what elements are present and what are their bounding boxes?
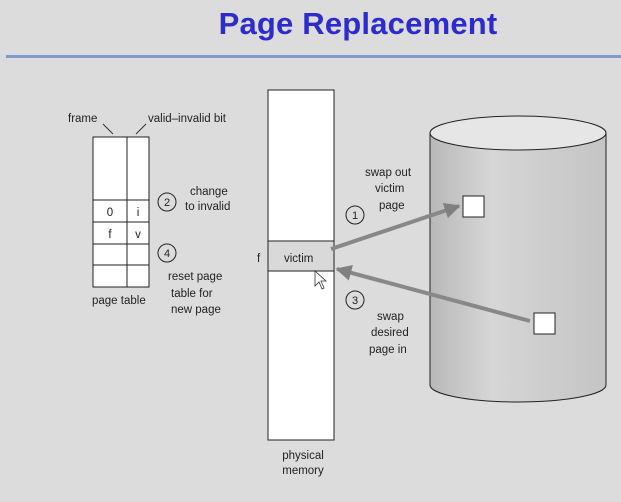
step-4-line1: reset page (168, 271, 222, 283)
step-1-line2: victim (375, 183, 404, 195)
step-3-line3: page in (369, 344, 407, 356)
step-4-line3: new page (171, 304, 221, 316)
entry-frame-1: f (108, 229, 112, 241)
step-2-line1: change (190, 186, 228, 198)
swap-out-arrow (330, 203, 461, 251)
desired-page (533, 312, 556, 335)
step-2-line2: to invalid (185, 201, 230, 213)
slide-title: Page Replacement (218, 6, 498, 41)
step-3-line2: desired (371, 327, 409, 339)
physical-memory-caption-2: memory (282, 465, 324, 477)
step-4-number: 4 (164, 248, 170, 260)
step-1-line1: swap out (365, 167, 412, 179)
physical-memory-caption-1: physical (282, 450, 324, 462)
victim-label: victim (284, 253, 313, 265)
page-table: frame valid–invalid bit 0 i f v page tab… (68, 113, 227, 307)
mouse-cursor-icon (314, 270, 328, 290)
page-table-caption: page table (92, 295, 146, 307)
step-2-number: 2 (164, 197, 170, 209)
physical-memory: victim f physical memory (257, 89, 335, 477)
step-3-number: 3 (352, 295, 358, 307)
swapped-out-page (462, 195, 485, 218)
swap-in-arrow (335, 265, 531, 323)
step-3-line1: swap (377, 311, 404, 323)
frame-label: frame (68, 113, 97, 125)
entry-frame-0: 0 (107, 207, 113, 219)
step-4-line2: table for (171, 288, 213, 300)
victim-frame (267, 240, 335, 272)
valid-invalid-bit-label: valid–invalid bit (148, 113, 227, 125)
step-3: 3 swap desired page in (345, 290, 409, 356)
step-1: 1 swap out victim page (345, 167, 412, 225)
step-2: 2 change to invalid (157, 186, 230, 213)
frame-marker: f (257, 253, 261, 265)
entry-bit-0: i (137, 207, 140, 219)
step-1-line3: page (379, 200, 405, 212)
entry-bit-1: v (135, 229, 141, 241)
title-divider (6, 55, 621, 58)
step-4: 4 reset page table for new page (157, 243, 222, 316)
disk-icon (429, 115, 607, 403)
step-1-number: 1 (352, 210, 358, 222)
